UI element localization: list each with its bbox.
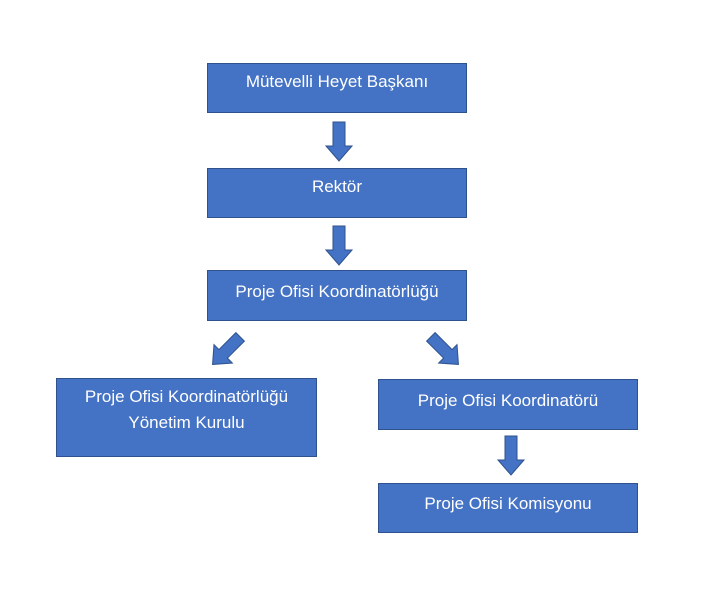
node-commission-label: Proje Ofisi Komisyonu (424, 494, 592, 513)
node-board-label-line1: Proje Ofisi Koordinatörlüğü (84, 387, 289, 406)
node-rector-label: Rektör (311, 177, 363, 196)
node-commission: Proje Ofisi Komisyonu (378, 483, 638, 533)
node-coordinator-label: Proje Ofisi Koordinatörü (417, 391, 599, 410)
arrow-coordinator-to-commission (496, 435, 526, 476)
node-chairman: Mütevelli Heyet Başkanı (207, 63, 467, 113)
arrow-chairman-to-rector (324, 121, 354, 162)
node-coordinatorship-label: Proje Ofisi Koordinatörlüğü (235, 282, 439, 301)
node-rector: Rektör (207, 168, 467, 218)
node-board: Proje Ofisi Koordinatörlüğü Yönetim Kuru… (56, 378, 317, 457)
node-coordinator: Proje Ofisi Koordinatörü (378, 379, 638, 430)
node-board-label-line2: Yönetim Kurulu (128, 413, 245, 432)
node-chairman-label: Mütevelli Heyet Başkanı (245, 72, 429, 91)
arrow-coordinatorship-to-coordinator (425, 331, 459, 365)
node-coordinatorship: Proje Ofisi Koordinatörlüğü (207, 270, 467, 321)
arrow-rector-to-coordinatorship (324, 225, 354, 266)
arrow-coordinatorship-to-board (212, 331, 246, 365)
